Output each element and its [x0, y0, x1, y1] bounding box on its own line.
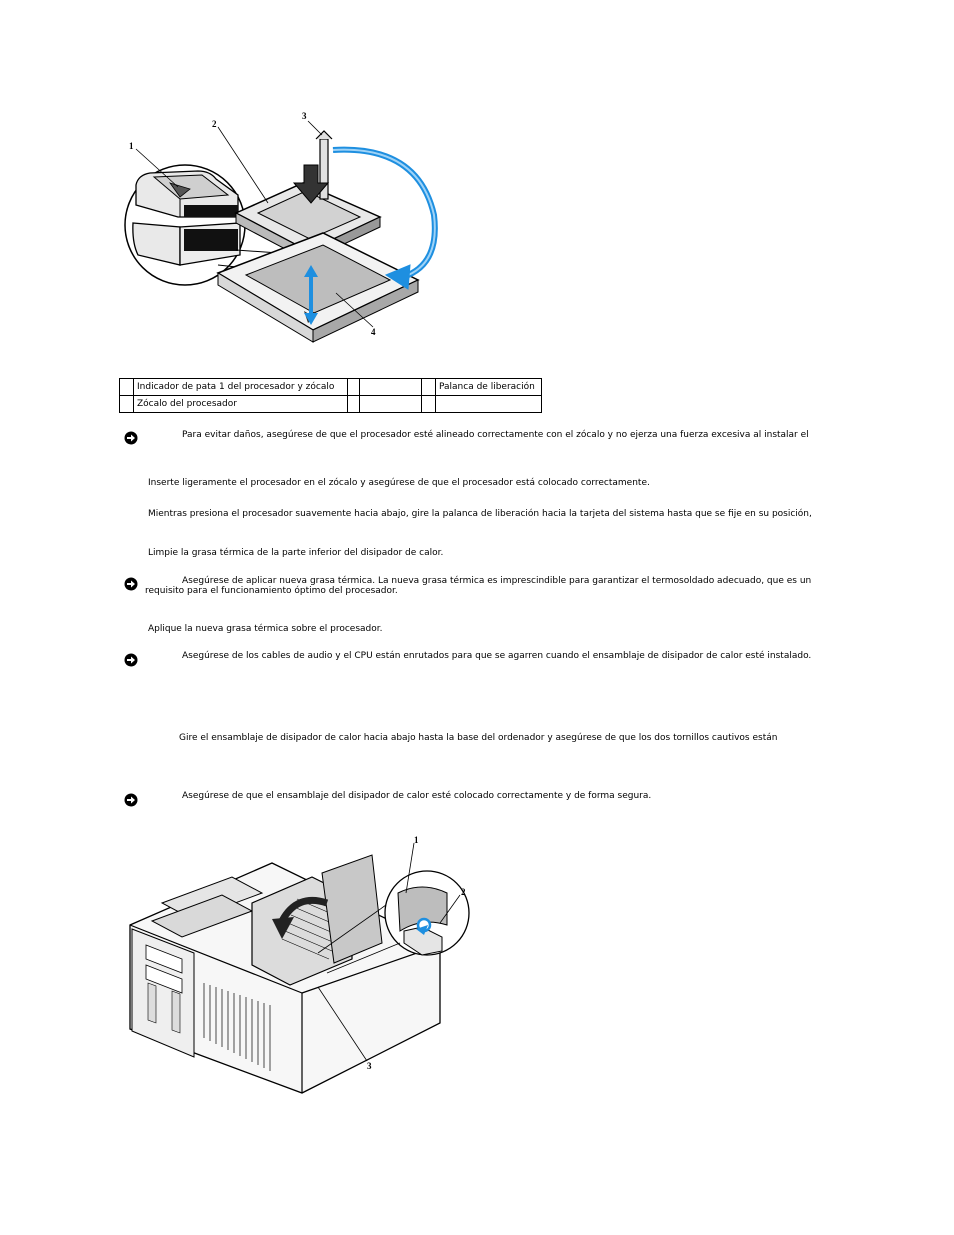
callout-label-cell: Indicador de pata 1 del procesador y zóc… [133, 378, 348, 396]
notice-text: Asegúrese de que el ensamblaje del disip… [182, 791, 652, 801]
callout-number-cell [421, 395, 436, 413]
notice-arrow-icon [124, 431, 138, 445]
callout-label-cell [359, 395, 422, 413]
step-text: Gire el ensamblaje de disipador de calor… [179, 733, 778, 743]
notice-text-continued: requisito para el funcionamiento óptimo … [145, 586, 398, 596]
callout-table: Indicador de pata 1 del procesador y zóc… [119, 378, 542, 413]
callout-number-cell [119, 378, 134, 396]
callout-1: 1 [414, 835, 419, 845]
callout-number-cell [347, 395, 360, 413]
callout-number-cell [347, 378, 360, 396]
callout-3: 3 [367, 1061, 372, 1071]
notice-text: Asegúrese de aplicar nueva grasa térmica… [182, 576, 812, 586]
callout-number-cell [421, 378, 436, 396]
callout-2: 2 [212, 119, 217, 129]
callout-3: 3 [302, 111, 307, 121]
step-text: Aplique la nueva grasa térmica sobre el … [148, 624, 383, 634]
table-row: Indicador de pata 1 del procesador y zóc… [119, 378, 542, 396]
callout-2: 2 [461, 887, 466, 897]
callout-label-cell: Zócalo del procesador [133, 395, 348, 413]
processor-install-illustration: 1 2 3 4 [124, 111, 438, 343]
heat-sink-illustration: 1 2 3 [129, 835, 470, 1094]
notice-text: Asegúrese de los cables de audio y el CP… [182, 651, 812, 661]
step-text: Inserte ligeramente el procesador en el … [148, 478, 650, 488]
notice-text: Para evitar daños, asegúrese de que el p… [182, 430, 809, 440]
step-text: Mientras presiona el procesador suavemen… [148, 509, 812, 519]
callout-label-cell: Palanca de liberación [435, 378, 542, 396]
step-text: Limpie la grasa térmica de la parte infe… [148, 548, 444, 558]
callout-number-cell [119, 395, 134, 413]
table-row: Zócalo del procesador [119, 395, 542, 413]
callout-4: 4 [371, 327, 376, 337]
callout-1: 1 [129, 141, 134, 151]
notice-arrow-icon [124, 793, 138, 807]
callout-label-cell [435, 395, 542, 413]
callout-label-cell [359, 378, 422, 396]
notice-arrow-icon [124, 577, 138, 591]
notice-arrow-icon [124, 653, 138, 667]
